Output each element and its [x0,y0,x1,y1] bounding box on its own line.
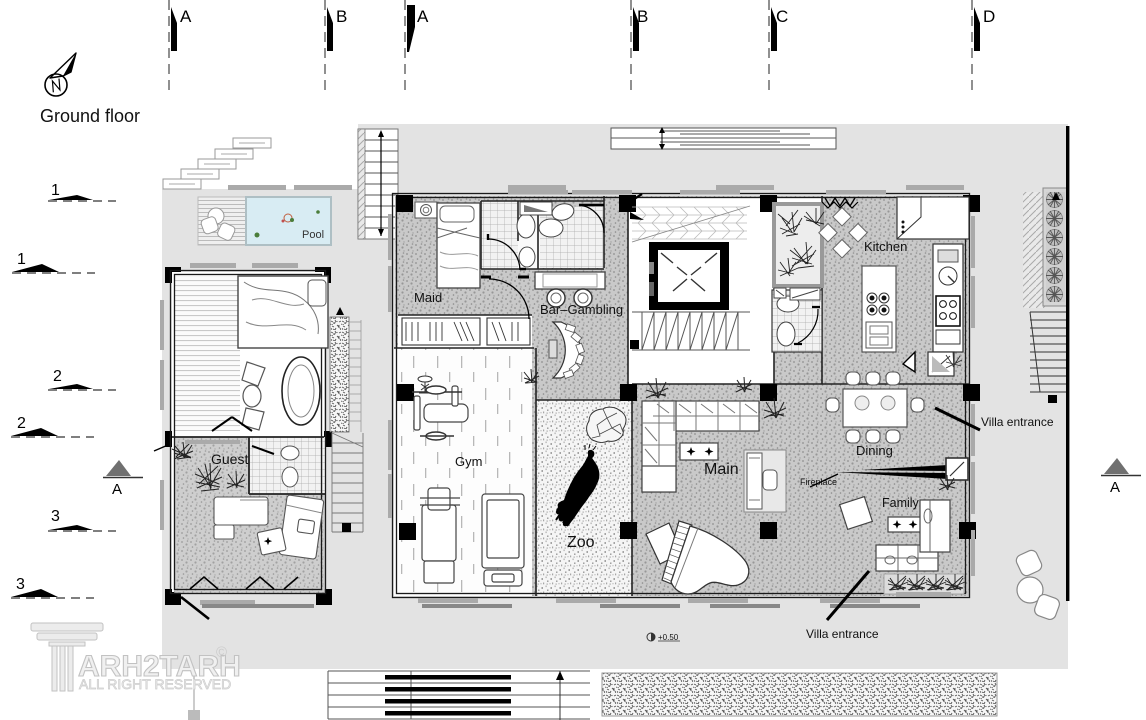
svg-text:2: 2 [17,415,26,432]
svg-text:ALL RIGHT RESERVED: ALL RIGHT RESERVED [79,676,231,692]
svg-text:B: B [637,7,648,26]
svg-text:Villa entrance: Villa entrance [806,627,879,641]
svg-text:Maid: Maid [414,290,442,305]
svg-text:3: 3 [16,576,25,593]
svg-text:A: A [417,7,429,26]
svg-text:Fireplace: Fireplace [800,477,837,487]
svg-text:2: 2 [53,368,62,385]
svg-text:A: A [112,481,122,498]
svg-text:©: © [216,644,227,661]
svg-text:Zoo: Zoo [567,534,595,551]
svg-text:Ground floor: Ground floor [40,106,140,126]
svg-text:A: A [1110,479,1120,496]
svg-text:3: 3 [51,508,60,525]
svg-text:Main: Main [704,461,739,478]
svg-text:Pool: Pool [302,229,324,241]
svg-text:Family: Family [882,496,920,510]
svg-text:D: D [983,7,995,26]
svg-text:A: A [180,7,192,26]
svg-text:Gym: Gym [455,454,482,469]
svg-text:Guest: Guest [211,451,248,467]
svg-text:Villa entrance: Villa entrance [981,415,1054,429]
svg-text:1: 1 [17,251,26,268]
svg-text:1: 1 [51,182,60,199]
svg-text:ARH2TARH: ARH2TARH [78,650,241,683]
svg-text:Dining: Dining [856,443,893,458]
svg-text:+0.50: +0.50 [658,633,679,642]
svg-text:B: B [336,7,347,26]
svg-text:C: C [776,7,788,26]
svg-text:Kitchen: Kitchen [864,239,907,254]
